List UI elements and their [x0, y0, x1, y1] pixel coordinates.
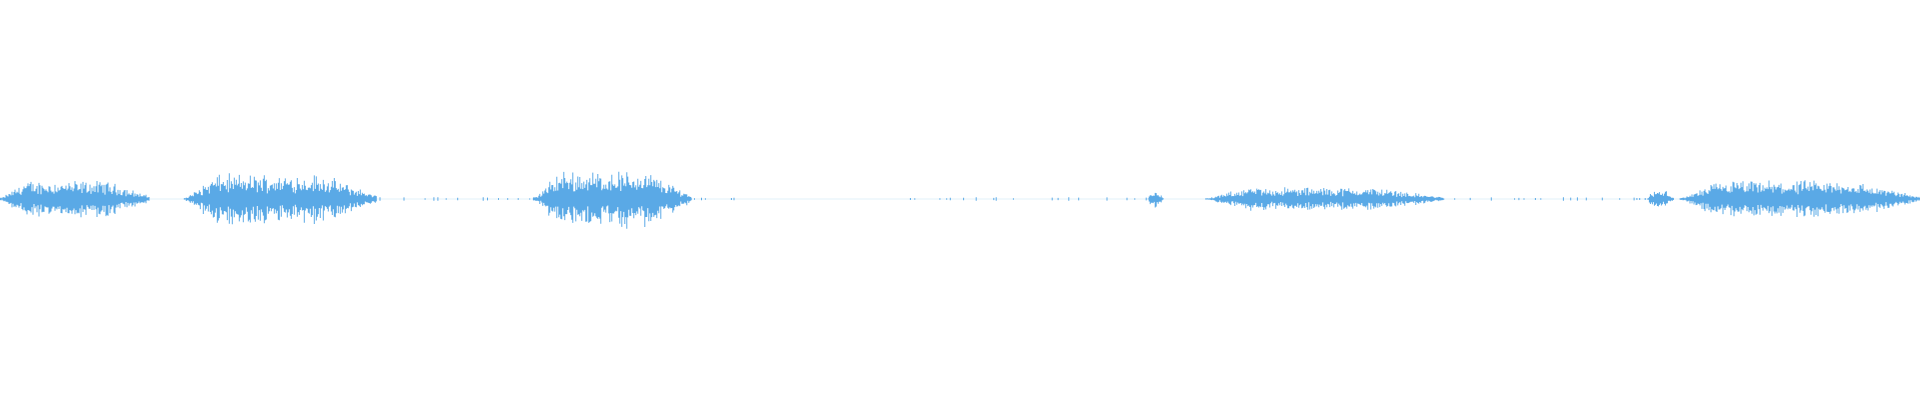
- waveform-path: [183, 173, 377, 225]
- waveform-path: [1646, 191, 1674, 207]
- waveform-noise: [909, 197, 1014, 201]
- waveform-path: [1679, 180, 1920, 217]
- waveform-segment: [0, 181, 150, 218]
- waveform-segment: [183, 173, 377, 225]
- waveform-segment: [1205, 187, 1445, 211]
- waveform-path: [533, 171, 692, 229]
- waveform-noise: [1454, 197, 1646, 201]
- waveform-noise: [379, 197, 534, 201]
- waveform-path: [1147, 192, 1164, 208]
- waveform-segment: [1679, 180, 1920, 217]
- waveform-path: [1205, 187, 1445, 211]
- waveform-path: [0, 181, 150, 218]
- waveform-segment: [1646, 191, 1674, 207]
- waveform-segment: [1147, 192, 1164, 208]
- waveform-noise: [690, 197, 735, 201]
- waveform-segment: [533, 171, 692, 229]
- waveform-noise: [1051, 197, 1147, 201]
